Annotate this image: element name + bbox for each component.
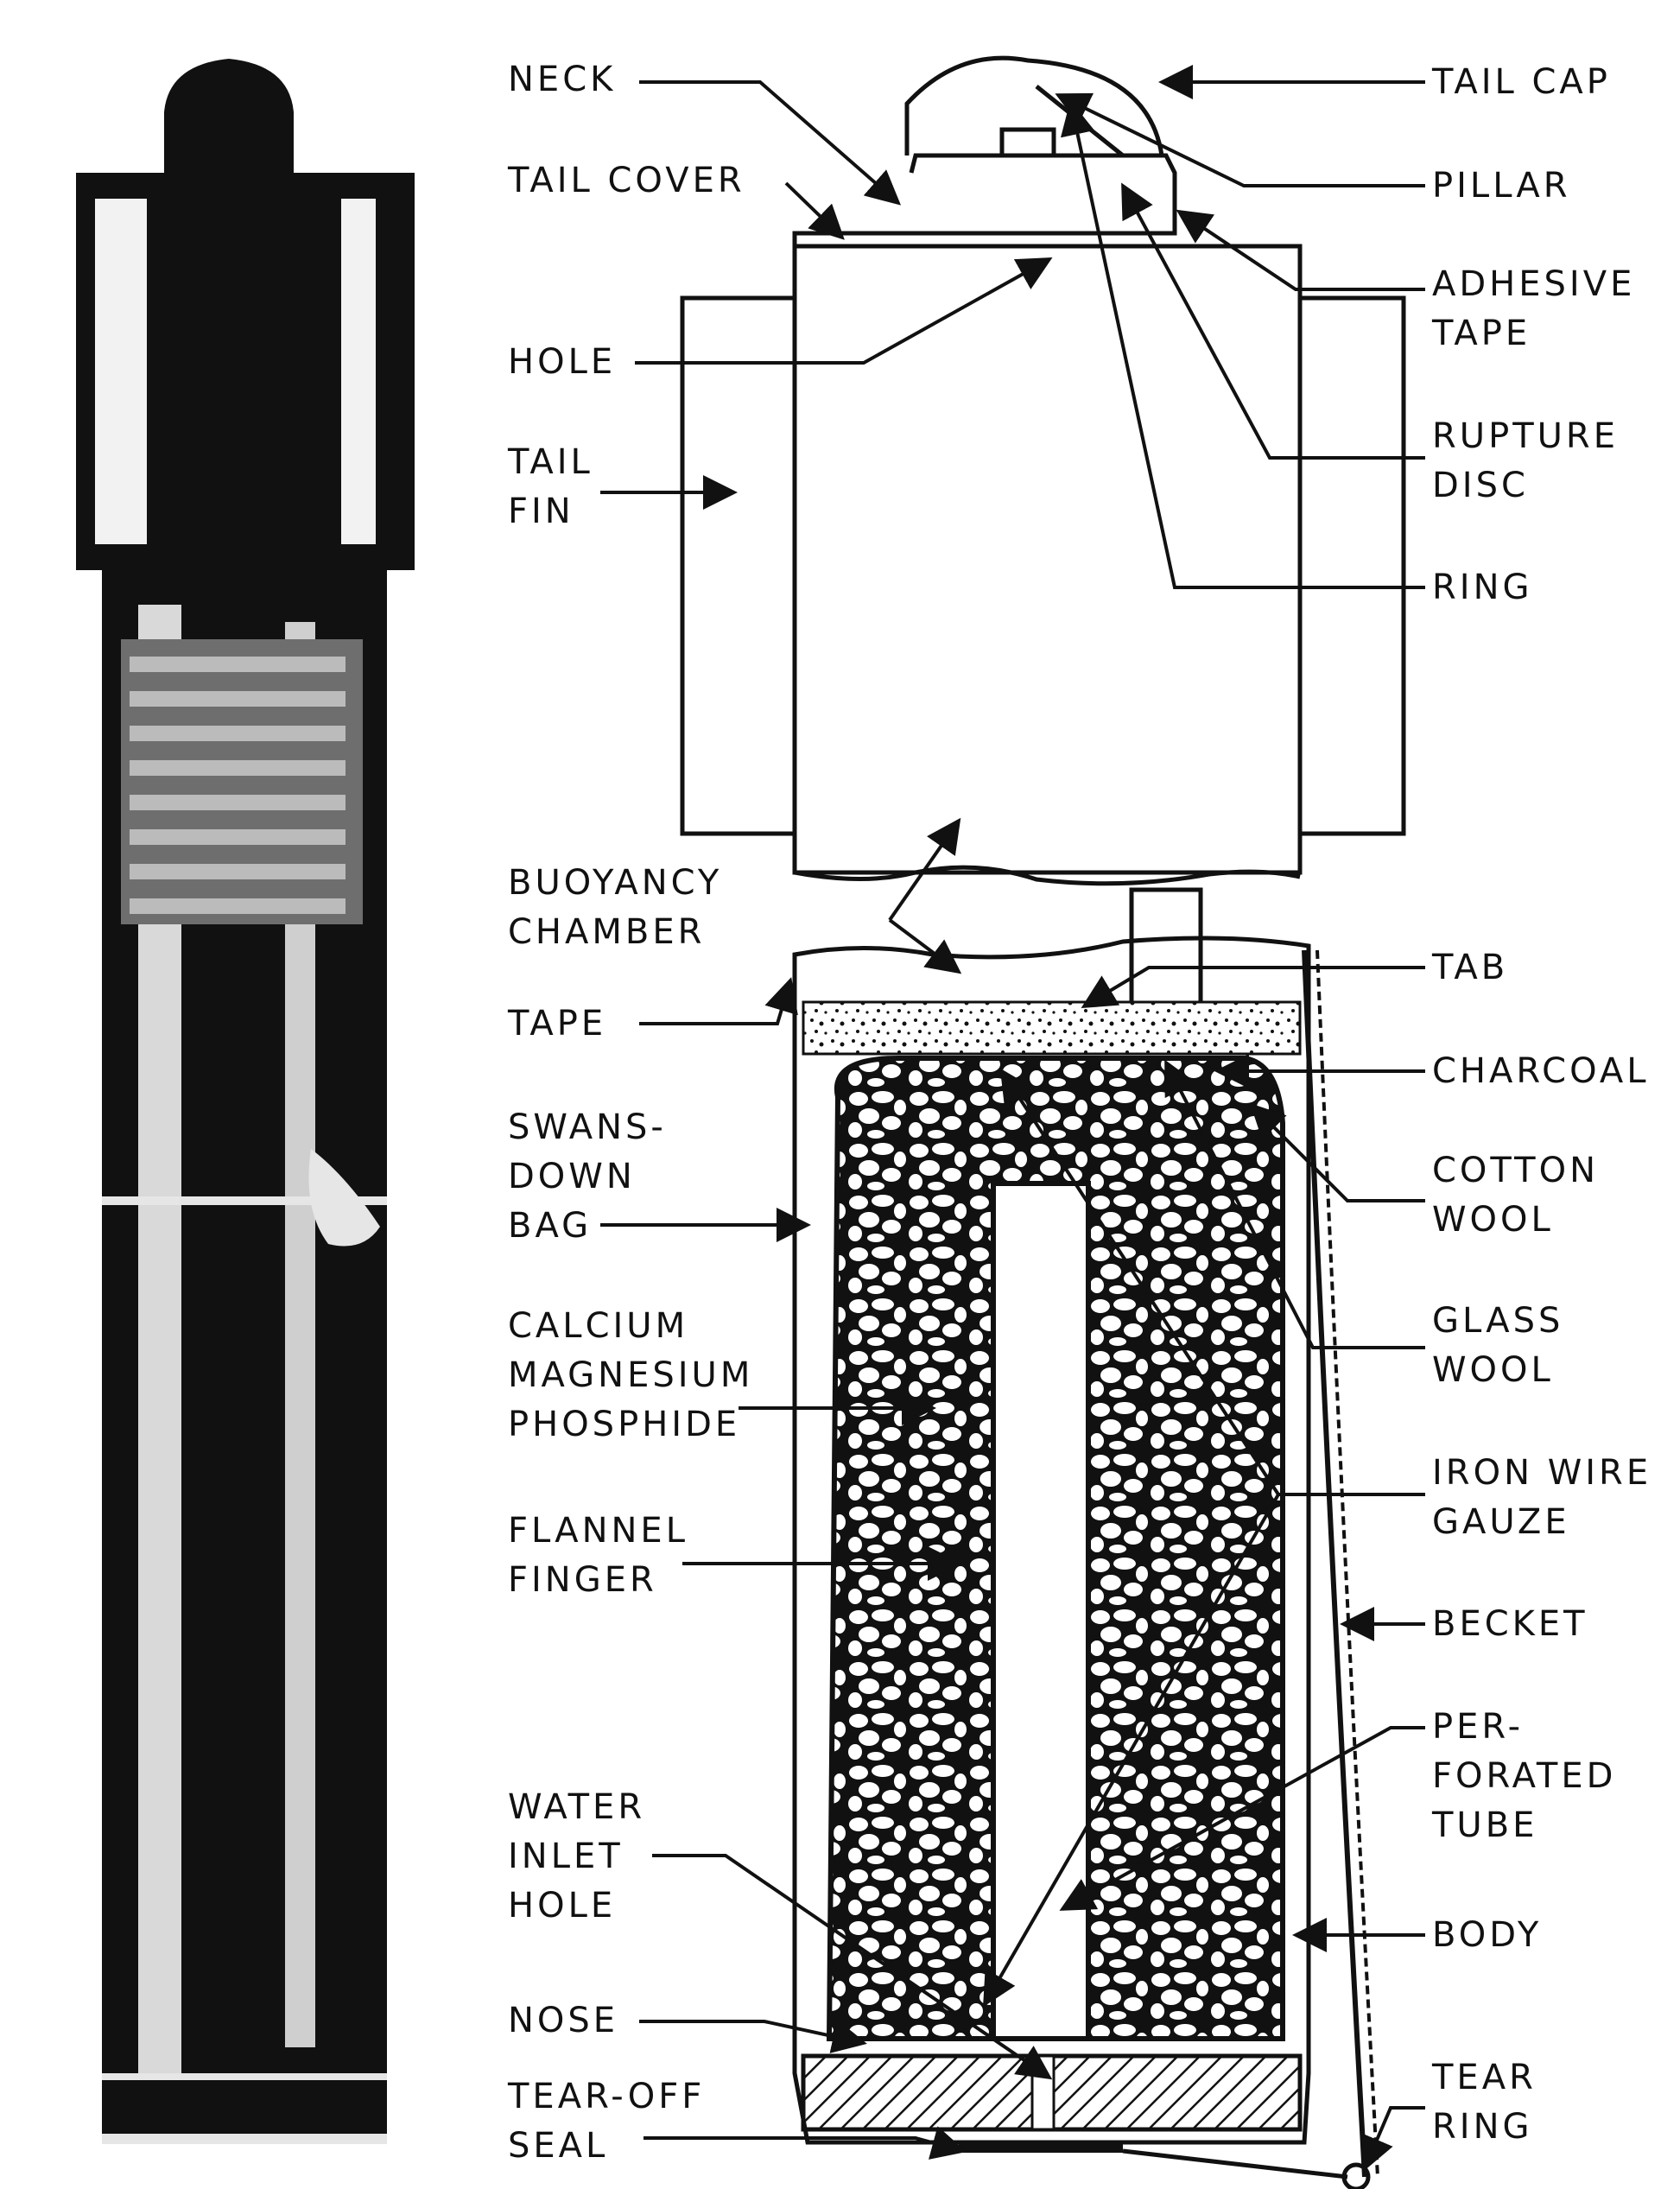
label-tear-off-seal-2: SEAL	[508, 2126, 608, 2166]
tail-fin-right	[1297, 295, 1406, 836]
tear-ring-arm	[1122, 2148, 1348, 2179]
label-tail-cover: TAIL COVER	[507, 161, 745, 200]
label-neck: NECK	[508, 60, 616, 99]
label-perforated-tube-2: FORATED	[1432, 1756, 1616, 1796]
becket-shape	[1302, 949, 1367, 2178]
label-water-inlet-hole-3: HOLE	[508, 1886, 616, 1926]
label-swansdown-bag-3: BAG	[508, 1206, 592, 1246]
buoyancy-chamber-shape	[792, 244, 1303, 875]
label-buoyancy-chamber-1: BUOYANCY	[508, 863, 722, 903]
label-rupture-disc-1: RUPTURE	[1432, 416, 1619, 456]
pillar-shape	[999, 127, 1056, 158]
leader-lines	[600, 65, 1425, 2172]
label-flannel-finger-1: FLANNEL	[508, 1511, 688, 1551]
label-buoyancy-chamber-2: CHAMBER	[508, 912, 705, 952]
label-perforated-tube-3: TUBE	[1431, 1805, 1537, 1845]
label-phosphide-1: CALCIUM	[508, 1306, 688, 1346]
labels-right: TAIL CAP PILLAR ADHESIVE TAPE RUPTURE DI…	[1431, 62, 1651, 2147]
label-pillar: PILLAR	[1432, 166, 1571, 206]
label-perforated-tube-1: PER-	[1432, 1707, 1524, 1747]
label-charcoal: CHARCOAL	[1432, 1051, 1650, 1091]
label-adhesive-tape-1: ADHESIVE	[1432, 264, 1635, 304]
tail-fin-left	[680, 295, 797, 836]
label-ring: RING	[1432, 568, 1533, 607]
label-cotton-wool-2: WOOL	[1432, 1200, 1554, 1240]
tear-ring-shape	[1341, 2162, 1371, 2189]
label-tail-fin-1: TAIL	[507, 442, 593, 482]
label-iron-wire-gauze-1: IRON WIRE	[1432, 1453, 1651, 1493]
label-hole: HOLE	[508, 342, 616, 382]
label-flannel-finger-2: FINGER	[508, 1560, 657, 1600]
label-cotton-wool-1: COTTON	[1432, 1151, 1599, 1190]
perforated-tube	[991, 1181, 1091, 2041]
labels-left: NECK TAIL COVER HOLE TAIL FIN BUOYANCY C…	[507, 60, 753, 2166]
label-nose: NOSE	[508, 2001, 618, 2040]
label-swansdown-bag-2: DOWN	[508, 1157, 636, 1196]
label-swansdown-bag-1: SWANS-	[508, 1107, 667, 1147]
tail-cap-shape	[904, 55, 1164, 156]
label-becket: BECKET	[1432, 1604, 1588, 1644]
label-glass-wool-2: WOOL	[1432, 1350, 1554, 1390]
body-shape	[792, 936, 1311, 2145]
label-rupture-disc-2: DISC	[1432, 466, 1529, 505]
label-tear-off-seal-1: TEAR-OFF	[507, 2077, 705, 2116]
tab-shape	[1129, 887, 1203, 1022]
marker-photograph	[76, 59, 415, 2144]
label-water-inlet-hole-1: WATER	[508, 1787, 645, 1827]
label-glass-wool-1: GLASS	[1432, 1301, 1563, 1341]
label-water-inlet-hole-2: INLET	[508, 1837, 624, 1876]
label-tail-cap: TAIL CAP	[1431, 62, 1611, 102]
label-tab: TAB	[1431, 948, 1508, 987]
label-tape: TAPE	[507, 1004, 606, 1044]
label-tail-fin-2: FIN	[508, 492, 574, 531]
tear-off-seal-shape	[959, 2141, 1123, 2153]
marker-cross-section	[680, 55, 1406, 2189]
neck-shape	[792, 153, 1177, 246]
label-tear-ring-2: RING	[1432, 2107, 1533, 2147]
label-tear-ring-1: TEAR	[1431, 2058, 1537, 2097]
label-iron-wire-gauze-2: GAUZE	[1432, 1502, 1570, 1542]
label-phosphide-3: PHOSPHIDE	[508, 1405, 740, 1444]
charcoal-layer	[802, 1000, 1302, 1056]
label-body: BODY	[1432, 1915, 1542, 1955]
label-phosphide-2: MAGNESIUM	[508, 1355, 753, 1395]
label-adhesive-tape-2: TAPE	[1431, 314, 1531, 353]
